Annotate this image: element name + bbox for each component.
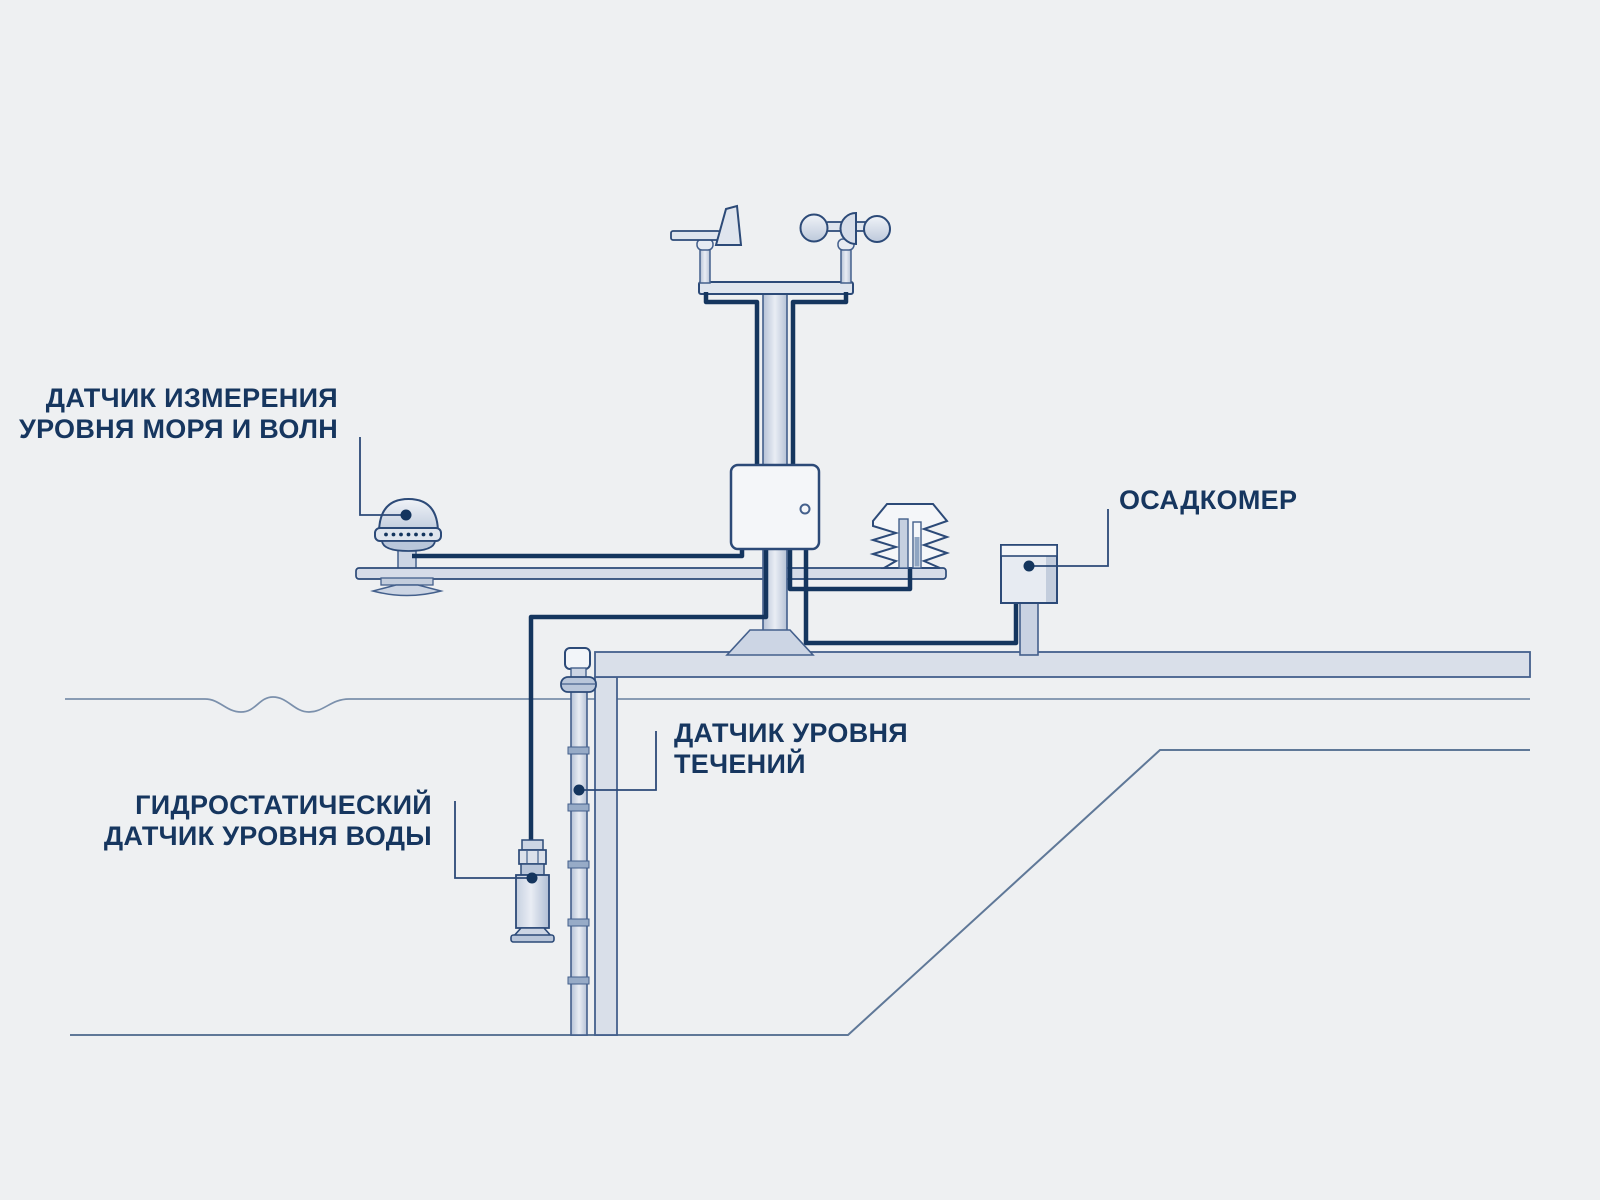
cable-anemometer	[790, 292, 849, 467]
label-precipitation-gauge: ОСАДКОМЕР	[1119, 485, 1297, 516]
current-sensor-pole	[567, 690, 590, 1036]
leader-sea-level	[359, 437, 402, 516]
leader-current	[584, 731, 657, 791]
label-sea-level-line1: ДАТЧИК ИЗМЕРЕНИЯ	[45, 383, 338, 413]
leader-hydrostatic	[454, 801, 528, 879]
label-current-line1: ДАТЧИК УРОВНЯ	[674, 718, 908, 748]
cable-precipitation-gauge	[803, 547, 1019, 646]
current-sensor-head	[560, 647, 597, 693]
cable-sea-level-sensor	[412, 547, 745, 559]
anemometer-icon	[799, 211, 891, 284]
leader-dots	[400, 509, 1035, 884]
data-logger-box	[729, 463, 821, 551]
wind-vane-icon	[670, 204, 743, 284]
label-sea-level-sensor: ДАТЧИК ИЗМЕРЕНИЯ УРОВНЯ МОРЯ И ВОЛН	[19, 383, 338, 445]
leader-lines	[359, 437, 1109, 879]
logger-door-handle	[799, 503, 811, 515]
radiation-shield-icon	[869, 503, 951, 569]
cable-wind-vane	[703, 292, 760, 467]
cables	[412, 292, 1019, 843]
label-current-line2: ТЕЧЕНИЙ	[674, 749, 806, 779]
hydrostatic-sensor-icon	[510, 839, 555, 943]
label-sea-level-line2: УРОВНЯ МОРЯ И ВОЛН	[19, 414, 338, 444]
water-surface-line	[65, 696, 1530, 713]
label-hydrostatic-line1: ГИДРОСТАТИЧЕСКИЙ	[135, 790, 432, 820]
pier-structure	[594, 651, 1531, 1036]
precipitation-gauge-icon	[1000, 544, 1058, 656]
sea-level-wave-sensor-icon	[374, 497, 442, 552]
label-hydrostatic-sensor: ГИДРОСТАТИЧЕСКИЙ ДАТЧИК УРОВНЯ ВОДЫ	[104, 790, 432, 852]
label-precipitation-line1: ОСАДКОМЕР	[1119, 485, 1298, 515]
label-current-sensor: ДАТЧИК УРОВНЯ ТЕЧЕНИЙ	[674, 718, 908, 780]
seabed-profile-line	[70, 749, 1530, 1036]
label-hydrostatic-line2: ДАТЧИК УРОВНЯ ВОДЫ	[103, 821, 432, 851]
leader-precipitation	[1034, 509, 1109, 567]
cable-hydrostatic-sensor	[528, 547, 769, 843]
sensor-mounting-rail	[355, 547, 947, 597]
cable-radiation-shield	[787, 547, 913, 592]
